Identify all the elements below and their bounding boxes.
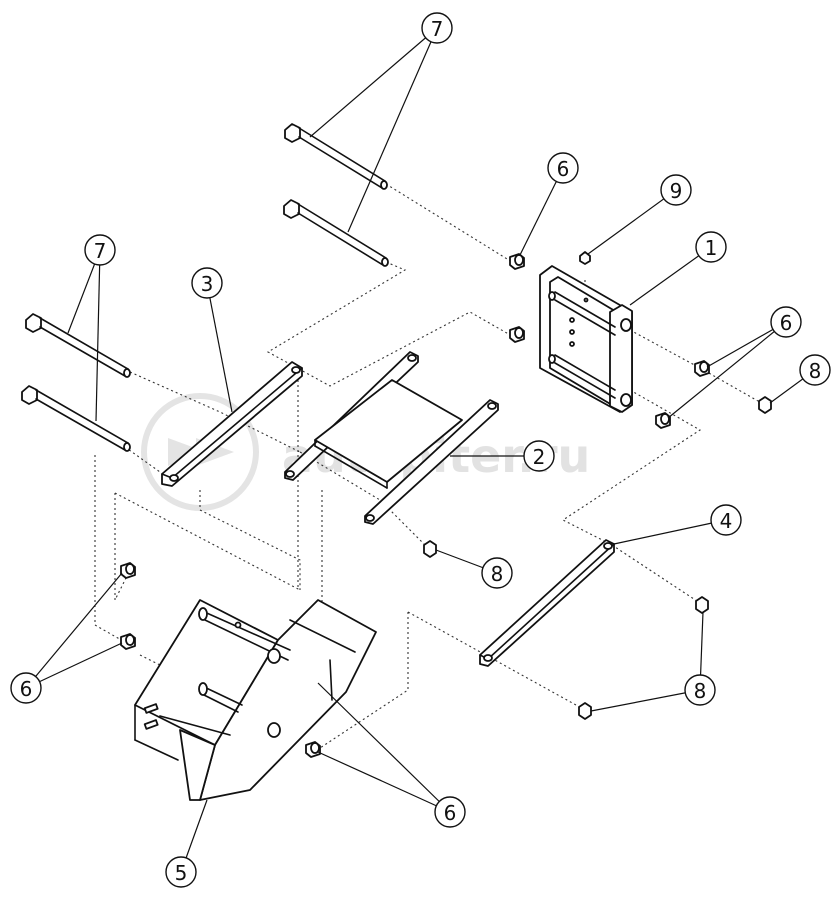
bolt-7-left-upper <box>25 313 131 378</box>
frame-2 <box>284 351 499 525</box>
bar-4 <box>479 539 615 667</box>
bolt-7-left-lower <box>21 385 131 452</box>
leader-lines <box>25 27 816 873</box>
bushing-6-mid <box>509 326 525 343</box>
nut-8-right <box>758 396 772 414</box>
watermark-logo-icon <box>141 393 259 511</box>
callout-label: 8 <box>491 562 504 586</box>
bushing-6-left-a <box>120 562 136 579</box>
callout-label: 6 <box>20 677 33 701</box>
callout-8-mid: 8 <box>481 557 513 589</box>
bushing-6-bottom-b <box>305 741 321 758</box>
bushing-6-right-a <box>694 360 710 377</box>
callout-3: 3 <box>191 267 223 299</box>
callout-7-top: 7 <box>421 12 453 44</box>
callout-label: 7 <box>94 239 107 263</box>
bar-3 <box>161 361 303 487</box>
callout-label: 4 <box>720 509 733 533</box>
callout-label: 7 <box>431 17 444 41</box>
callout-6-left: 6 <box>10 672 42 704</box>
bracket-1 <box>539 265 633 413</box>
callout-label: 5 <box>175 861 188 885</box>
nut-8-low <box>578 702 592 720</box>
callout-label: 3 <box>201 272 214 296</box>
callout-label: 6 <box>444 801 457 825</box>
screw-9 <box>579 251 591 265</box>
bushing-6-top <box>509 253 525 270</box>
callout-6-bottom: 6 <box>434 796 466 828</box>
callout-8-low: 8 <box>684 674 716 706</box>
nut-8-upper-right <box>695 596 709 614</box>
callout-7-left: 7 <box>84 234 116 266</box>
bushing-6-right-b <box>655 412 671 429</box>
bolt-7-top-upper <box>284 123 388 190</box>
callout-label: 8 <box>809 359 822 383</box>
base-bracket-5 <box>134 599 377 801</box>
callout-label: 2 <box>533 445 546 469</box>
callout-label: 9 <box>670 179 683 203</box>
callout-label: 8 <box>694 679 707 703</box>
callout-6-top: 6 <box>547 152 579 184</box>
callout-2: 2 <box>523 440 555 472</box>
callout-label: 6 <box>780 311 793 335</box>
bolt-7-top-lower <box>283 199 389 267</box>
nut-8-mid <box>423 540 437 558</box>
callout-9: 9 <box>660 174 692 206</box>
callout-1: 1 <box>695 231 727 263</box>
callout-5: 5 <box>165 856 197 888</box>
callout-label: 6 <box>557 157 570 181</box>
callout-8-right: 8 <box>799 354 831 386</box>
callout-6-right: 6 <box>770 306 802 338</box>
callout-4: 4 <box>710 504 742 536</box>
callout-label: 1 <box>705 236 718 260</box>
bushing-6-left-b <box>120 633 136 650</box>
